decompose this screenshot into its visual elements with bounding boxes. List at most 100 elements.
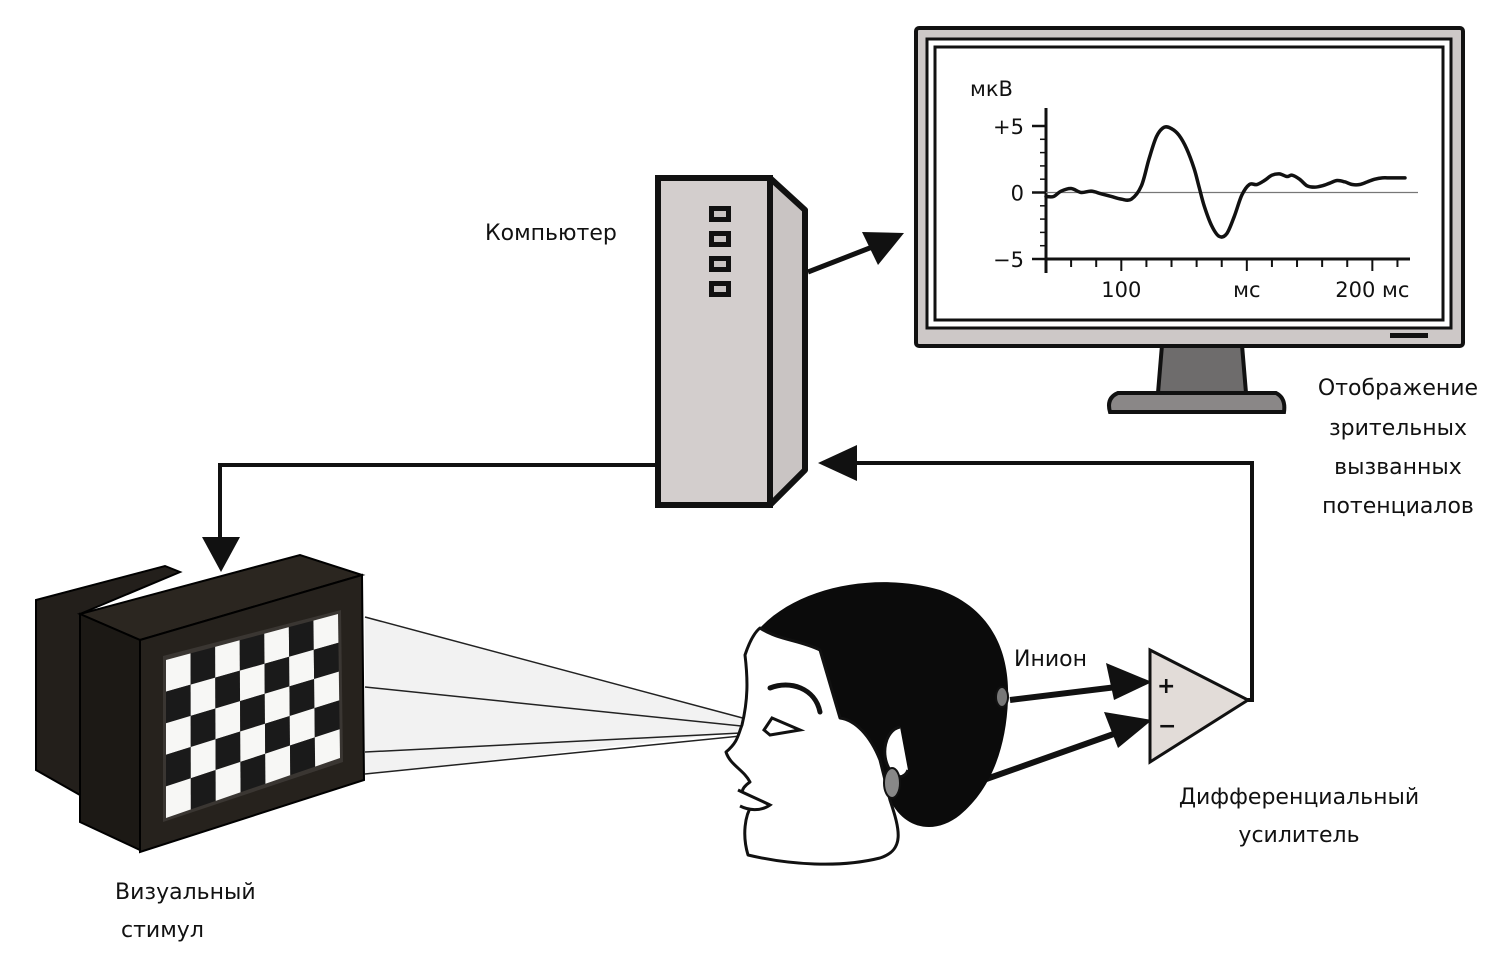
- ear-electrode: [883, 767, 901, 799]
- light-ray-2: [364, 686, 781, 731]
- checker-cell: [240, 753, 266, 793]
- computer-tower: [655, 175, 808, 508]
- stimulus-label: Визуальный стимул: [115, 880, 256, 943]
- y-tick-labels: +5 0 −5: [993, 115, 1024, 272]
- checker-cell: [289, 708, 315, 746]
- checker-cell: [239, 633, 265, 671]
- y-tick-label: +5: [993, 115, 1024, 139]
- arrow-computer-to-stimulus: [218, 463, 658, 545]
- arrow-ear-to-minus: [974, 727, 1126, 786]
- checker-cell: [289, 649, 315, 687]
- checker-cell: [264, 656, 290, 694]
- y-tick-label: −5: [993, 248, 1024, 272]
- indicator-light-4-lens: [714, 286, 726, 292]
- amplifier-label: Дифференциальный усилитель: [1179, 785, 1419, 848]
- vep-chart: мкВ +5 0 −5 100 мс 200 мс: [970, 77, 1418, 302]
- computer-label: Компьютер: [485, 221, 617, 246]
- checker-cell: [265, 745, 291, 784]
- checker-cell: [313, 614, 339, 650]
- checker-cell: [313, 642, 339, 679]
- checker-cell: [166, 684, 191, 724]
- checker-cell: [290, 737, 316, 776]
- arrowhead-plus: [1106, 663, 1152, 700]
- light-ray-1: [364, 616, 781, 729]
- indicator-light-1-lens: [714, 211, 726, 217]
- display-label: Отображение зрительных вызванных потенци…: [1318, 376, 1478, 519]
- light-ray-3: [364, 730, 781, 753]
- amplifier-plus-sign: +: [1157, 674, 1175, 699]
- checker-cell: [190, 739, 216, 779]
- mouth: [737, 788, 773, 812]
- checker-cell: [289, 678, 315, 716]
- checker-cell: [166, 653, 191, 692]
- checker-cell: [264, 715, 290, 754]
- checker-cell: [190, 646, 216, 685]
- checker-cell: [240, 723, 266, 762]
- display-label-line-2: зрительных: [1329, 416, 1467, 441]
- checker-cell: [314, 700, 340, 738]
- checker-cell: [215, 761, 241, 801]
- amplifier-label-line-1: Дифференциальный: [1179, 785, 1419, 810]
- checker-cell: [215, 670, 241, 709]
- checker-cell: [288, 620, 314, 657]
- computer-indicators: [709, 206, 731, 297]
- y-axis-label: мкВ: [970, 77, 1013, 101]
- x-ticks: [1070, 259, 1399, 271]
- x-tick-label: мс: [1233, 278, 1260, 302]
- display-label-line-1: Отображение: [1318, 376, 1478, 401]
- indicator-light-2-lens: [714, 236, 726, 242]
- amplifier-triangle: [1148, 647, 1252, 765]
- display-label-line-3: вызванных: [1334, 455, 1462, 480]
- checker-cell: [264, 686, 290, 724]
- light-cone: [365, 617, 780, 774]
- x-tick-label: 100: [1101, 278, 1141, 302]
- checker-cell: [314, 729, 340, 767]
- computer-front-panel: [655, 175, 773, 508]
- display-label-line-4: потенциалов: [1322, 494, 1474, 519]
- hair: [760, 582, 1009, 827]
- checker-cell: [166, 747, 191, 787]
- stimulus-monitor: [35, 553, 366, 854]
- inion-label: Инион: [1014, 647, 1087, 672]
- arrowhead-computer: [818, 445, 857, 481]
- checker-cell: [215, 640, 240, 678]
- checker-cell: [190, 770, 216, 810]
- y-tick-label: 0: [1011, 182, 1024, 206]
- monitor-stand-neck: [1155, 343, 1249, 395]
- amplifier-minus-sign: −: [1158, 714, 1176, 739]
- monitor-stand-base: [1107, 391, 1287, 414]
- checker-cell: [166, 778, 191, 818]
- checkerboard-screen: [166, 614, 340, 818]
- differential-amplifier: + −: [1148, 647, 1252, 765]
- light-rays: [364, 616, 781, 775]
- checker-cell: [215, 731, 241, 771]
- stimulus-label-line-1: Визуальный: [115, 880, 256, 905]
- indicator-light-3-lens: [714, 261, 726, 267]
- eye: [762, 716, 806, 737]
- vep-series-line: [1044, 125, 1407, 239]
- stimulus-label-line-2: стимул: [121, 918, 204, 943]
- x-tick-label: 200 мс: [1335, 278, 1409, 302]
- arrowhead-minus: [1104, 712, 1152, 748]
- checker-cell: [166, 715, 191, 755]
- checker-cell: [215, 701, 241, 740]
- checker-cell: [190, 677, 216, 716]
- arrow-computer-to-display: [807, 241, 881, 275]
- x-tick-labels: 100 мс 200 мс: [1101, 278, 1409, 302]
- checker-cell: [190, 708, 216, 748]
- crt-left-face: [79, 612, 141, 852]
- eyebrow: [767, 682, 823, 715]
- computer-side-panel: [767, 175, 808, 508]
- arrowhead-stimulus: [202, 537, 240, 572]
- checker-cell: [264, 627, 290, 664]
- checker-cell: [314, 671, 340, 709]
- amplifier-label-line-2: усилитель: [1238, 823, 1359, 848]
- y-ticks: [1032, 124, 1046, 261]
- light-ray-4: [364, 731, 781, 775]
- inion-electrode: [995, 686, 1009, 708]
- subject-head: [724, 582, 1009, 866]
- arrowhead-display: [862, 232, 904, 265]
- arrow-inion-to-plus: [1009, 683, 1126, 703]
- monitor-power-indicator: [1390, 333, 1428, 338]
